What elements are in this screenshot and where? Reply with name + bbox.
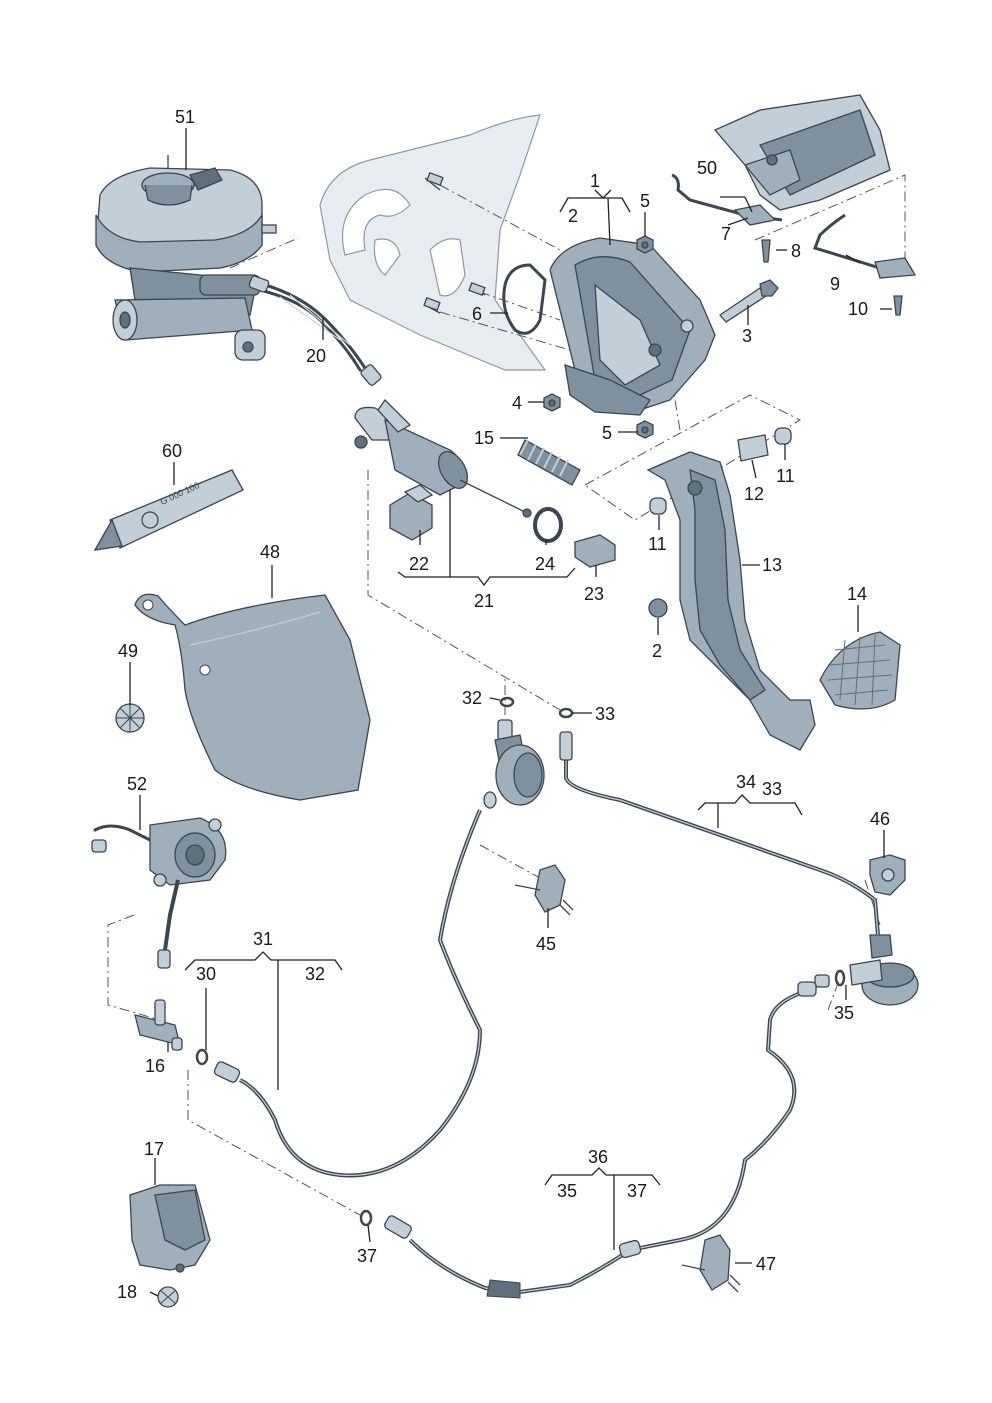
label-33-top: 33	[595, 704, 615, 724]
label-24: 24	[535, 554, 555, 574]
label-20: 20	[306, 346, 326, 366]
holder-47	[681, 1234, 741, 1293]
label-34: 34	[736, 772, 756, 792]
label-32-top: 32	[462, 688, 482, 708]
label-37-bottom: 37	[357, 1246, 377, 1266]
label-9: 9	[830, 274, 840, 294]
bracket-22	[389, 484, 434, 541]
label-50: 50	[697, 158, 717, 178]
switch-bracket-50	[713, 94, 891, 211]
gasket-6	[502, 263, 547, 335]
label-10: 10	[848, 299, 868, 319]
holder-46	[869, 854, 906, 896]
label-35-brace: 35	[557, 1181, 577, 1201]
label-15: 15	[474, 428, 494, 448]
leader-lines	[129, 128, 892, 1297]
label-3: 3	[742, 326, 752, 346]
label-18: 18	[117, 1282, 137, 1302]
label-52: 52	[127, 774, 147, 794]
spring-15	[517, 439, 581, 486]
label-17: 17	[144, 1139, 164, 1159]
lever-7	[671, 173, 783, 226]
clip-49	[115, 703, 145, 733]
label-30: 30	[196, 964, 216, 984]
label-11-upper: 11	[776, 466, 795, 486]
bracket-17	[129, 1184, 211, 1273]
clutch-pedal-13	[646, 451, 816, 751]
screw-10	[893, 295, 903, 316]
grease-tube-60: G 000 100	[93, 469, 244, 551]
lower-damper	[814, 934, 919, 1006]
label-31: 31	[253, 929, 273, 949]
label-23: 23	[584, 584, 604, 604]
label-47: 47	[756, 1254, 776, 1274]
pressure-damper	[483, 719, 545, 809]
hose-20	[248, 275, 382, 386]
lines	[213, 731, 880, 1299]
clip-23	[574, 534, 616, 568]
label-5-top: 5	[640, 191, 650, 211]
clutch-master-cylinder-21	[354, 398, 532, 518]
label-35-right: 35	[834, 1003, 854, 1023]
label-37-brace: 37	[627, 1181, 647, 1201]
label-60: 60	[162, 441, 182, 461]
connector-16	[134, 999, 183, 1051]
label-4: 4	[512, 393, 522, 413]
label-8: 8	[791, 241, 801, 261]
pedal-bracket-1	[549, 237, 716, 416]
label-49: 49	[118, 641, 138, 661]
bushing-11-lower	[649, 497, 667, 515]
label-45: 45	[536, 934, 556, 954]
stop-2	[648, 598, 668, 618]
label-33-right: 33	[762, 779, 782, 799]
label-13: 13	[762, 555, 782, 575]
label-2-top: 2	[568, 206, 578, 226]
label-48: 48	[260, 542, 280, 562]
label-12: 12	[744, 484, 764, 504]
label-5-bottom: 5	[602, 423, 612, 443]
label-46: 46	[870, 809, 890, 829]
heat-shield-48	[134, 593, 371, 801]
studs	[423, 172, 486, 311]
pin-12	[737, 434, 769, 462]
screw-8	[761, 239, 771, 263]
holder-45	[514, 864, 574, 916]
label-16: 16	[145, 1056, 165, 1076]
assembly-lines	[107, 174, 906, 1216]
label-21: 21	[474, 591, 494, 611]
label-11-lower: 11	[648, 534, 667, 554]
lever-9	[813, 213, 917, 279]
label-7: 7	[721, 224, 731, 244]
label-6: 6	[472, 304, 482, 324]
label-22: 22	[409, 554, 429, 574]
label-32-left: 32	[305, 964, 325, 984]
part-number-labels: 51 1 2 5 50 7 8 9 10 6 3 20 4 5 15 60 11…	[117, 107, 890, 1302]
label-1: 1	[590, 171, 600, 191]
label-2-bottom: 2	[652, 641, 662, 661]
slave-cylinder-52	[91, 817, 227, 969]
label-14: 14	[847, 584, 867, 604]
seal-ring-24	[533, 507, 563, 543]
pedal-pad-14	[819, 631, 901, 710]
bushing-11-upper	[774, 427, 792, 445]
clip-18	[157, 1286, 179, 1308]
fasteners-3-4-5	[543, 235, 779, 439]
label-51: 51	[175, 107, 195, 127]
label-36: 36	[588, 1147, 608, 1167]
master-cylinder-reservoir	[95, 155, 277, 361]
body-panel	[319, 114, 547, 371]
